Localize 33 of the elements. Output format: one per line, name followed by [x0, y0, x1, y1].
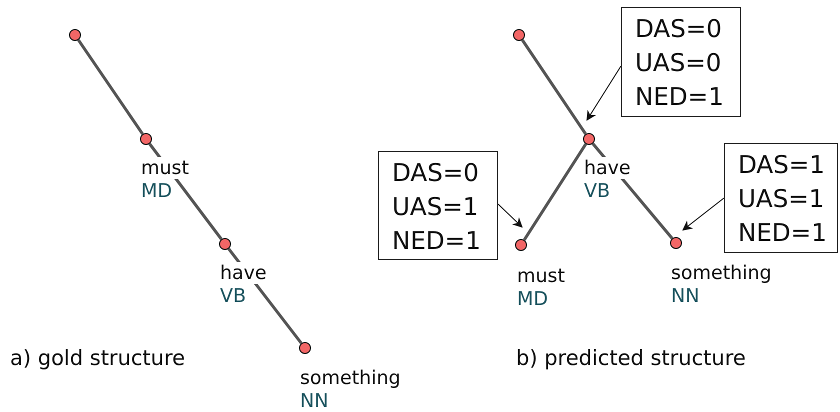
score-box [724, 143, 838, 253]
tree-edge [522, 143, 588, 241]
leader-arrow [498, 204, 523, 228]
tree-node-dot [219, 238, 231, 250]
tree-node-dot [670, 237, 682, 249]
leader-arrow [586, 66, 622, 121]
word-label: must [140, 157, 190, 179]
tree-node-dot [69, 29, 81, 41]
tree-node-dot [583, 133, 595, 145]
score-text: DAS=1 [738, 149, 826, 181]
score-text: NED=1 [392, 225, 482, 257]
leader-arrow [682, 198, 724, 231]
tree-edge [521, 39, 587, 135]
word-label: have [583, 157, 632, 179]
panel-caption: b) predicted structure [516, 346, 746, 370]
word-label: something [299, 367, 402, 389]
score-box [378, 151, 498, 260]
tree-edge [77, 39, 144, 135]
score-text: UAS=1 [738, 183, 826, 215]
score-text: DAS=0 [392, 157, 480, 189]
word-label: have [219, 262, 268, 284]
tree-node-dot [140, 133, 152, 145]
word-label: something [670, 262, 773, 284]
score-text: UAS=0 [635, 47, 722, 79]
panel-caption: a) gold structure [10, 346, 186, 370]
tree-node-dot [513, 29, 525, 41]
score-text: NED=1 [738, 217, 828, 249]
tree-node-dot [299, 342, 311, 354]
score-text: UAS=1 [392, 191, 480, 223]
score-text: NED=1 [635, 81, 725, 113]
score-box [621, 7, 741, 117]
tree-node-dot [515, 239, 527, 251]
score-text: DAS=0 [635, 13, 723, 45]
